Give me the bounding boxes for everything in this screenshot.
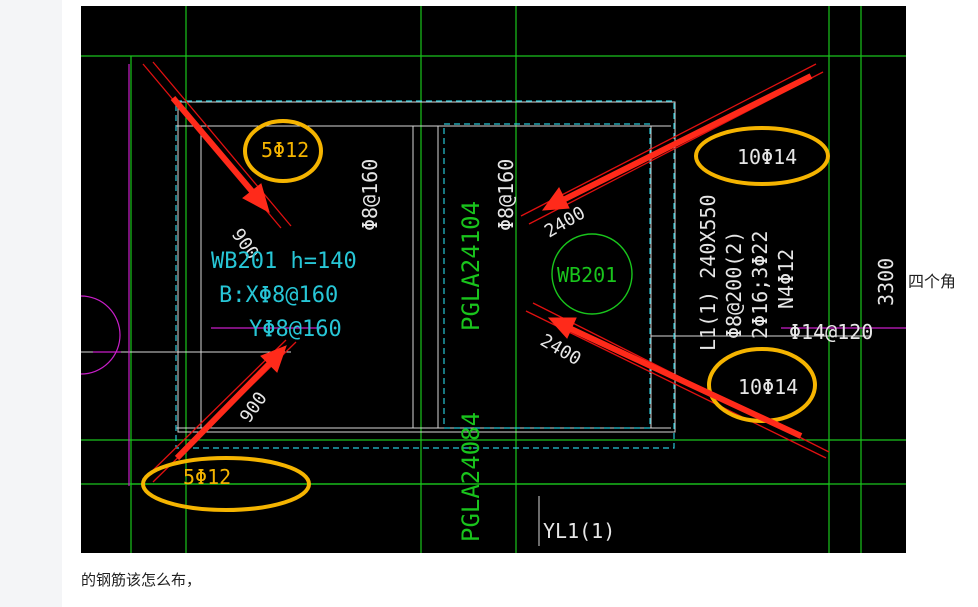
highlight-bottom-left — [141, 456, 311, 512]
yl-label: YL1(1) — [543, 519, 615, 543]
highlight-top-left — [243, 119, 323, 183]
slab-outlines — [175, 100, 675, 449]
red-arrows — [170, 73, 813, 461]
rebar-bottom-left-label: 5Φ12 — [183, 465, 231, 489]
slab-bx: B:XΦ8@160 — [219, 283, 338, 308]
rebar-mid-right-label: 10Φ14 — [738, 375, 798, 399]
beam-n4-label: N4Φ12 — [774, 249, 798, 309]
phi-center-label: Φ8@160 — [494, 159, 518, 231]
highlight-top-right — [694, 126, 830, 186]
pgla-bottom-label: PGLA24084 — [457, 412, 485, 542]
beam-stirrup-label: Φ8@200(2) — [722, 231, 746, 339]
slab-y: YΦ8@160 — [249, 317, 342, 342]
wb201-circle-label: WB201 — [557, 263, 617, 287]
pgla-top-label: PGLA24104 — [457, 201, 485, 331]
left-gutter — [0, 0, 62, 607]
highlight-ellipses — [141, 119, 830, 512]
wb201-circle — [551, 233, 633, 315]
beam-l1-label: L1(1) 240X550 — [696, 194, 720, 351]
beam-phi14-label: Φ14@120 — [789, 320, 873, 344]
cad-svg: 5Φ12 5Φ12 10Φ14 10Φ14 900 900 2400 2400 … — [80, 6, 906, 553]
magenta-lines — [80, 64, 906, 486]
question-text: 的钢筋该怎么布， — [81, 571, 202, 589]
rebar-top-left-label: 5Φ12 — [261, 138, 309, 162]
grid-lines — [81, 6, 906, 553]
side-label: 四个角 — [908, 272, 957, 291]
slab-name: WB201 h=140 — [211, 249, 357, 274]
cad-drawing: 5Φ12 5Φ12 10Φ14 10Φ14 900 900 2400 2400 … — [80, 6, 906, 553]
rebar-top-right-label: 10Φ14 — [737, 145, 797, 169]
phi-left-label: Φ8@160 — [358, 159, 382, 231]
beam-bars-label: 2Φ16;3Φ22 — [748, 231, 772, 339]
dim-3300-label: 3300 — [874, 258, 898, 306]
